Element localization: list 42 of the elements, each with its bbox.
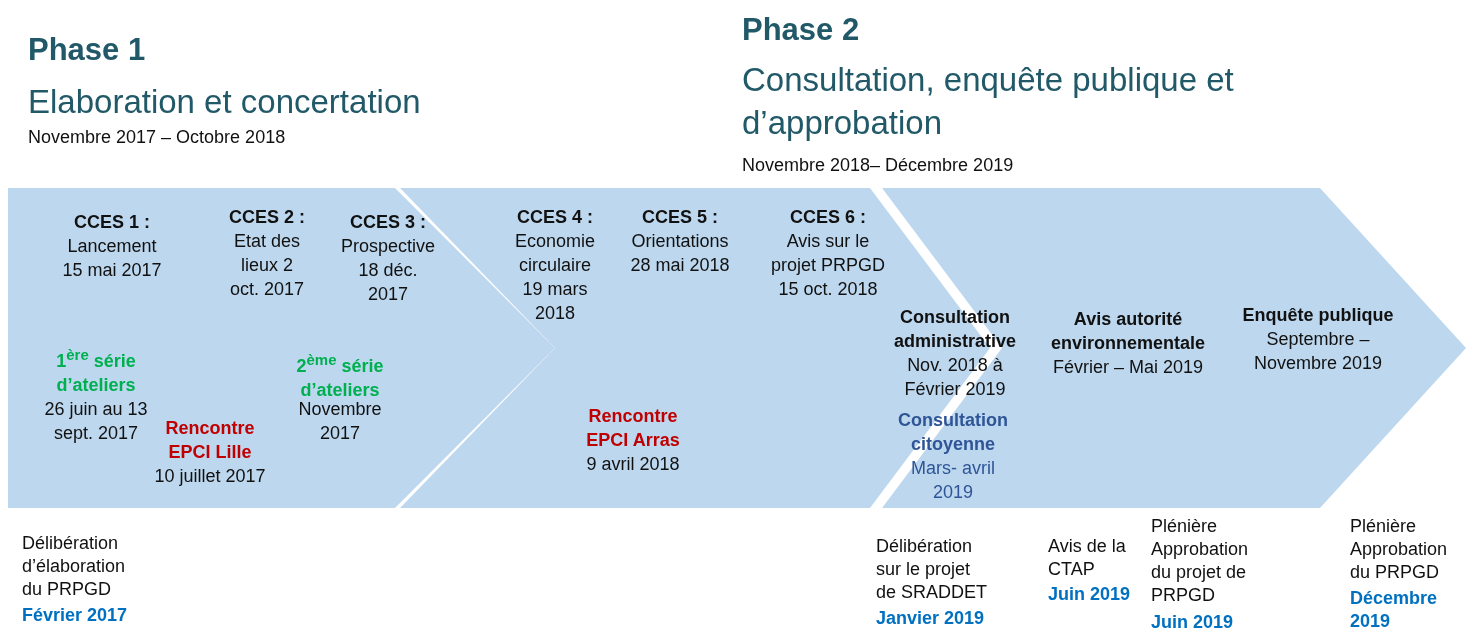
milestone-date-text: Février – Mai 2019	[1051, 356, 1205, 379]
phase-title: Consultation, enquête publique et d’approbation	[742, 60, 1235, 143]
deliberation-note: Délibération d’élaboration du PRPGD	[22, 532, 127, 601]
milestone-date-text: Nov. 2018 à Février 2019	[903, 354, 1007, 401]
milestone-heading: CCES 6 :	[789, 206, 867, 229]
milestone-date-text: Septembre – Novembre 2019	[1252, 328, 1384, 375]
milestone-heading: Avis autorité environnementale	[1049, 308, 1206, 355]
plenary-note: Plénière Approbation du projet de PRPGD	[1151, 515, 1250, 607]
milestone-heading: CCES 2 :	[228, 206, 306, 229]
date-text: Janvier 2019	[876, 607, 986, 630]
milestone-date-text: 10 juillet 2017	[153, 465, 267, 488]
milestone-heading: CCES 4 :	[516, 206, 594, 229]
consultation-date-text: Mars- avril 2019	[910, 457, 996, 504]
plenary-note: Plénière Approbation du PRPGD	[1350, 515, 1449, 584]
milestone-date-text: 26 juin au 13 sept. 2017	[43, 398, 149, 445]
phase-dates: Novembre 2018– Décembre 2019	[742, 154, 1015, 177]
phase-number: Phase 2	[742, 11, 861, 49]
milestone-date-text: Economie circulaire 19 mars 2018	[513, 230, 596, 325]
date-text: Décembre 2019	[1350, 587, 1439, 633]
date-text: Juin 2019	[1151, 611, 1235, 634]
meeting-heading: Rencontre EPCI Arras	[585, 405, 681, 452]
date-text: Juin 2019	[1048, 583, 1132, 606]
milestone-heading: CCES 5 :	[641, 206, 719, 229]
milestone-heading: Consultation administrative	[892, 306, 1017, 353]
deliberation-note: Délibération sur le projet de SRADDET	[876, 535, 989, 604]
approval-note: Avis de la CTAP	[1048, 535, 1127, 581]
phase-dates: Novembre 2017 – Octobre 2018	[28, 126, 287, 149]
milestone-heading: Enquête publique	[1241, 304, 1395, 327]
milestone-heading: CCES 1 :	[73, 211, 151, 234]
meeting-heading: Rencontre EPCI Lille	[164, 417, 256, 464]
milestone-heading: CCES 3 :	[349, 211, 427, 234]
milestone-date-text: Avis sur le projet PRPGD 15 oct. 2018	[769, 230, 886, 301]
consultation-heading: Consultation citoyenne	[897, 409, 1009, 456]
milestone-date-text: 9 avril 2018	[585, 453, 681, 476]
milestone-date-text: Etat des lieux 2 oct. 2017	[228, 230, 306, 301]
milestone-date-text: Orientations 28 mai 2018	[629, 230, 731, 277]
date-text: Février 2017	[22, 604, 129, 627]
milestone-date-text: Prospective 18 déc. 2017	[339, 235, 436, 306]
phase-title: Elaboration et concertation	[28, 82, 422, 122]
milestone-date-text: Lancement 15 mai 2017	[62, 235, 162, 282]
workshop-heading: 1$^{ère}$ série d’ateliers	[55, 345, 137, 397]
phase-number: Phase 1	[28, 31, 147, 69]
